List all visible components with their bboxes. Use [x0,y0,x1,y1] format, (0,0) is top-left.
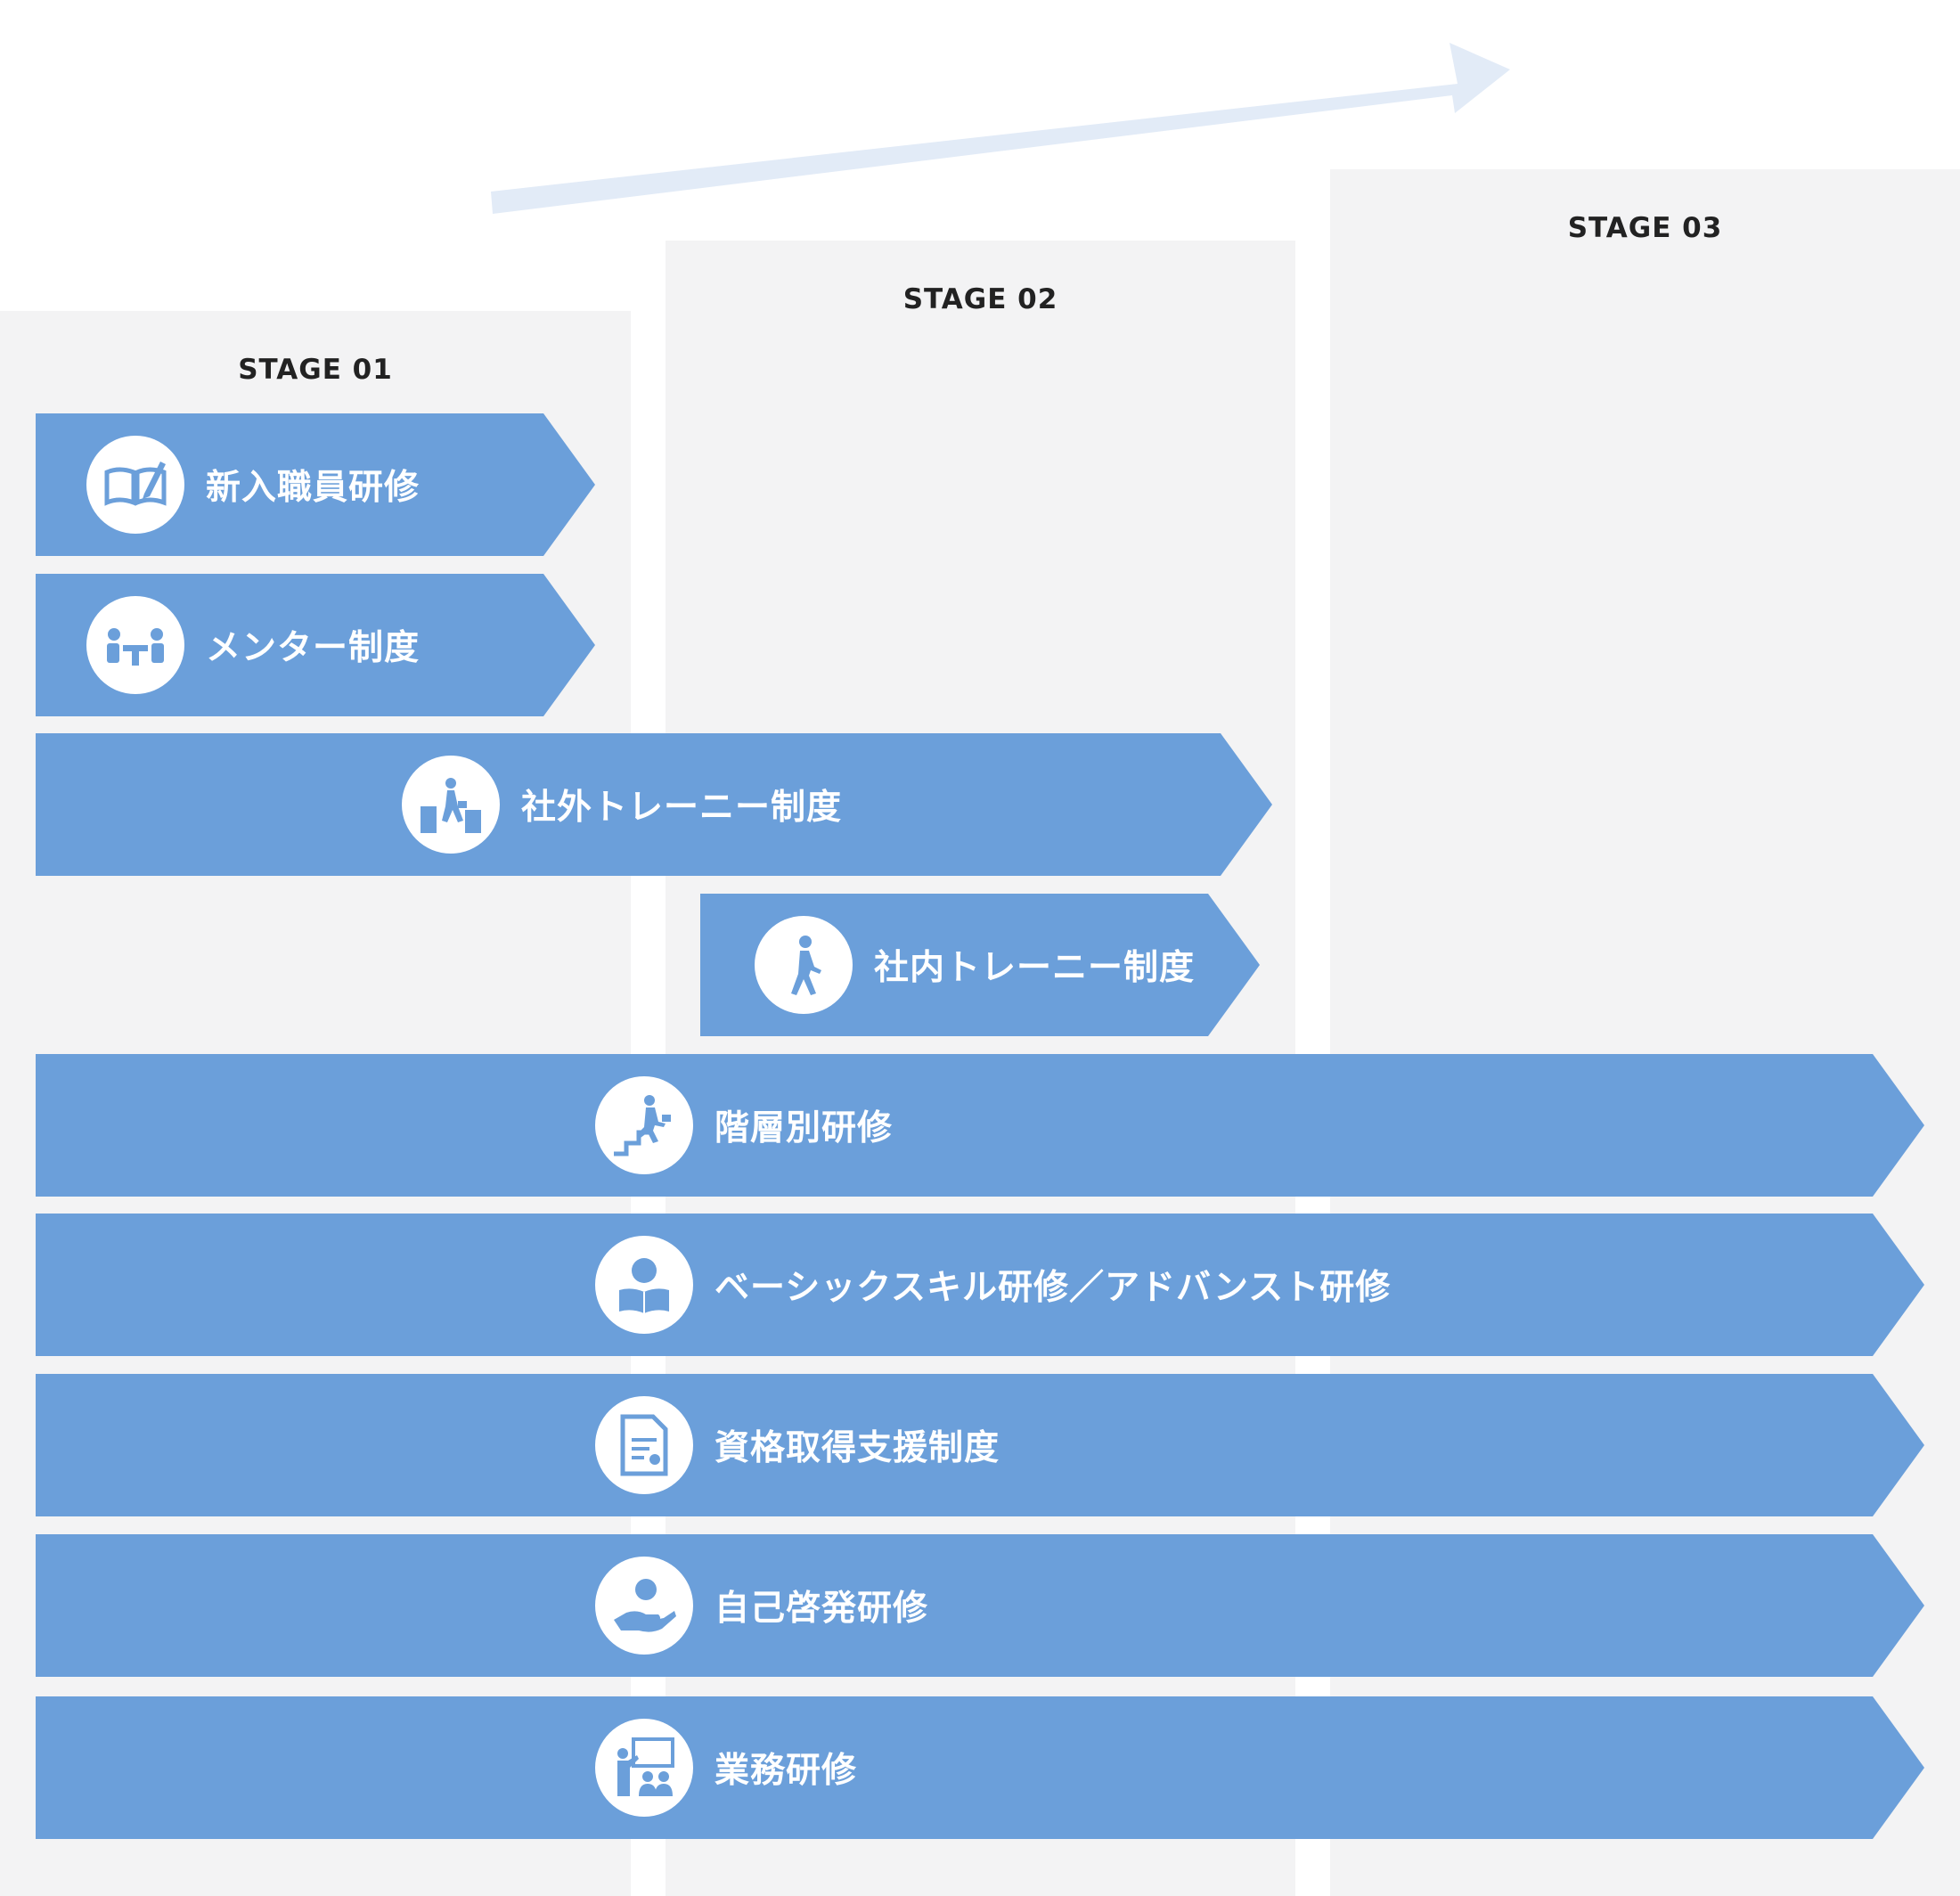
program-item: 社外トレーニー制度 [402,733,842,876]
program-label: 社外トレーニー制度 [521,788,843,828]
certificate-document-icon [595,1396,693,1494]
program-bar [36,1534,1924,1677]
program-label: 資格取得支援制度 [715,1428,1000,1468]
program-item: 自己啓発研修 [595,1534,928,1677]
program-label: 自己啓発研修 [715,1589,929,1629]
program-item: 業務研修 [595,1696,857,1839]
program-bar [36,1696,1924,1839]
open-book-pencil-icon [86,436,184,534]
program-item: メンター制度 [86,574,420,716]
program-bar [36,1214,1924,1356]
stage-label: STAGE 02 [902,283,1058,315]
stage-label: STAGE 01 [238,354,393,386]
program-bar [36,733,1272,876]
walking-person-icon [755,916,853,1014]
program-label: 新入職員研修 [206,468,421,508]
program-label: ベーシックスキル研修／アドバンスト研修 [715,1268,1392,1308]
stage-label: STAGE 03 [1567,212,1723,244]
program-label: 社内トレーニー制度 [874,948,1196,988]
program-bar [36,1374,1924,1516]
mentor-meeting-icon [86,596,184,694]
program-item: ベーシックスキル研修／アドバンスト研修 [595,1214,1391,1356]
business-travel-icon [402,756,500,854]
climbing-stairs-icon [595,1076,693,1174]
program-label: 階層別研修 [715,1108,894,1148]
program-item: 新入職員研修 [86,413,420,556]
presentation-icon [595,1719,693,1817]
program-item: 社内トレーニー制度 [755,894,1195,1036]
reading-person-icon [595,1236,693,1334]
program-label: 業務研修 [715,1751,858,1791]
program-bar [36,1054,1924,1197]
hand-coin-icon [595,1557,693,1655]
growth-arrow [491,43,1510,214]
program-item: 階層別研修 [595,1054,893,1197]
program-item: 資格取得支援制度 [595,1374,1000,1516]
program-label: メンター制度 [206,628,421,668]
